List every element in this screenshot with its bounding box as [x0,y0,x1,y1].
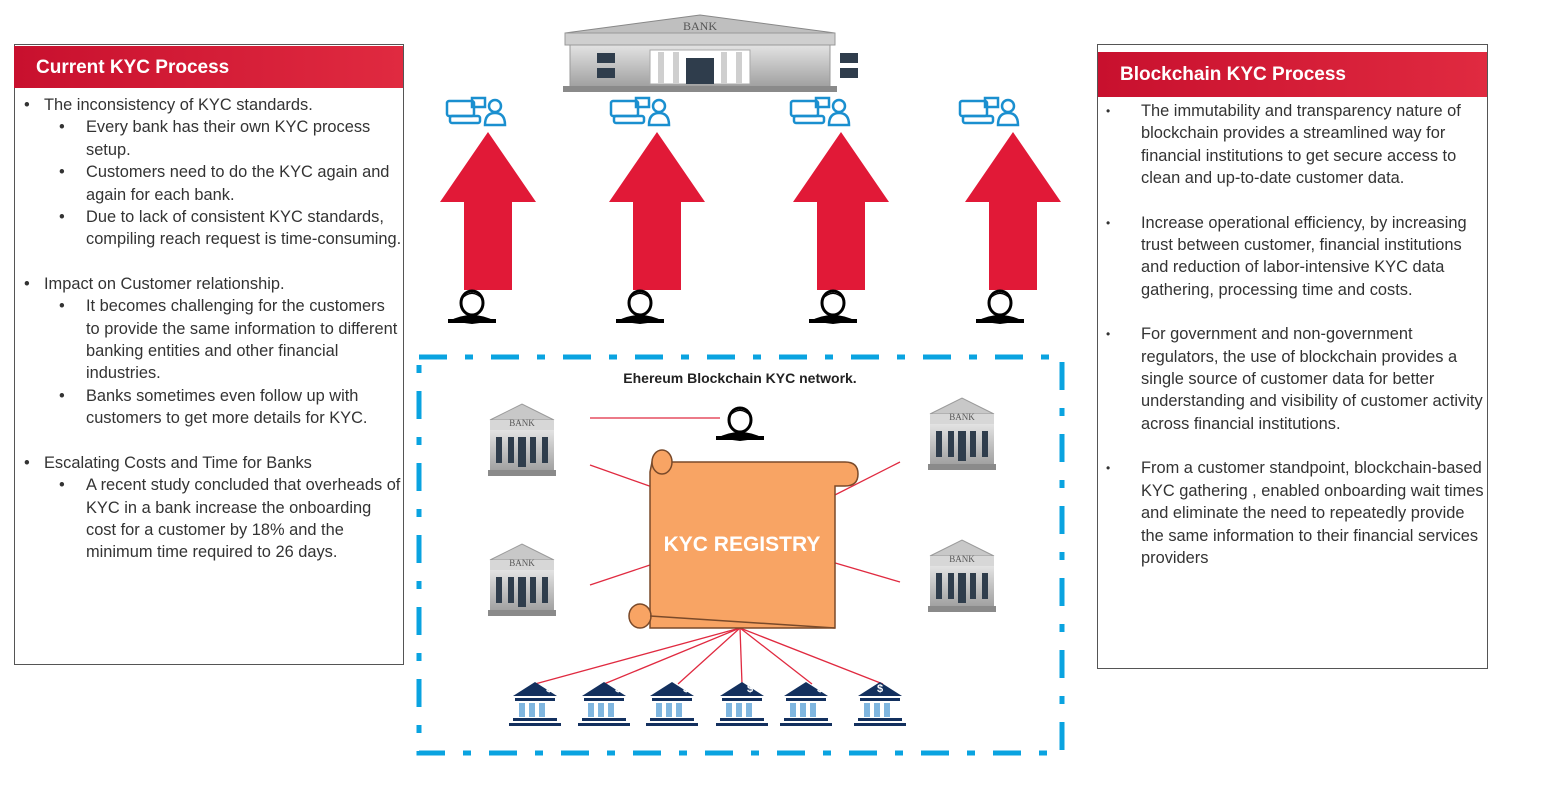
arrow-up-icon [609,132,705,290]
arrow-up-icon [965,132,1061,290]
arrow-up-icon [793,132,889,290]
current-kyc-title: Current KYC Process [14,46,403,88]
bank-sign: BANK [509,558,535,568]
list-item: For government and non-government regula… [1098,323,1488,435]
current-kyc-list: The inconsistency of KYC standards. Ever… [14,94,402,564]
dollar-icon: $ [615,683,621,695]
network-label: Ehereum Blockchain KYC network. [623,370,856,386]
kyc-registry-scroll: KYC REGISTRY [628,449,859,629]
financial-institution: $ [854,682,906,726]
bank-sign: BANK [949,554,975,564]
list-item: Banks sometimes even follow up with cust… [14,385,402,430]
section-heading: Impact on Customer relationship. [14,273,402,296]
dollar-icon: $ [546,683,552,695]
financial-institution: $ [509,682,561,726]
list-item: A recent study concluded that overheads … [14,474,402,564]
customer-icon [974,289,1026,326]
dollar-icon: $ [747,683,753,695]
bank-sign: BANK [949,412,975,422]
customer-icon [614,289,666,326]
blockchain-kyc-title: Blockchain KYC Process [1098,52,1487,97]
customer-icon [807,289,859,326]
upload-arrows [440,132,1061,290]
list-item: The immutability and transparency nature… [1098,100,1488,190]
list-item: Every bank has their own KYC process set… [14,116,402,161]
list-item: From a customer standpoint, blockchain-b… [1098,457,1488,569]
customer-icon [446,289,498,326]
bank-sign: BANK [509,418,535,428]
list-item: Due to lack of consistent KYC standards,… [14,206,402,251]
arrow-up-icon [440,132,536,290]
computer-user-icon [445,96,507,127]
section-heading: Escalating Costs and Time for Banks [14,452,402,475]
list-item: It becomes challenging for the customers… [14,295,402,385]
registry-label: KYC REGISTRY [664,533,821,556]
section-heading: The inconsistency of KYC standards. [14,94,402,117]
financial-institution: $ [780,682,832,726]
registry-person-icon [714,406,766,443]
financial-institution: $ [578,682,630,726]
connection-lines [534,417,901,685]
blockchain-kyc-list: The immutability and transparency nature… [1098,100,1488,591]
financial-institution: $ [646,682,698,726]
member-bank: BANK [487,543,557,617]
dollar-icon: $ [683,683,689,695]
list-item: Increase operational efficiency, by incr… [1098,212,1488,302]
bank-sign-top: BANK [683,19,717,33]
dollar-icon: $ [817,683,823,695]
dollar-icon: $ [877,683,883,695]
network-boundary [416,354,1065,756]
computer-user-icon [789,96,851,127]
list-item: Customers need to do the KYC again and a… [14,161,402,206]
computer-user-icon [958,96,1020,127]
financial-institution: $ [716,682,768,726]
member-bank: BANK [927,397,997,471]
member-bank: BANK [487,403,557,477]
bank-building-top: BANK [563,14,858,92]
computer-user-icon [609,96,671,127]
member-bank: BANK [927,539,997,613]
